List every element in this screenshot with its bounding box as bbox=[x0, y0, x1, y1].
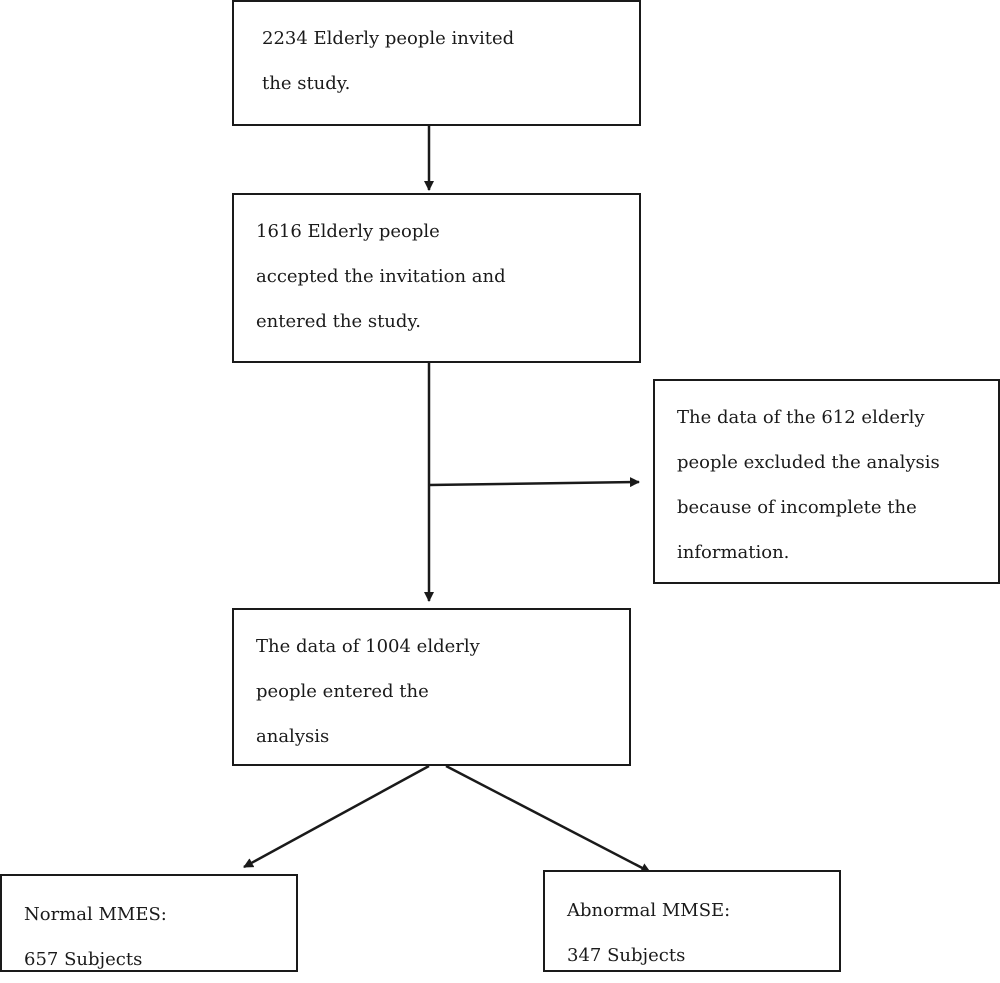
node-invited-line-2: the study. bbox=[262, 73, 351, 94]
node-excluded-line-3: because of incomplete the bbox=[677, 497, 917, 518]
node-abnormal: Abnormal MMSE: 347 Subjects bbox=[543, 870, 841, 972]
node-abnormal-line-1: Abnormal MMSE: bbox=[567, 900, 731, 921]
node-excluded-line-4: information. bbox=[677, 542, 790, 563]
node-excluded-line-1: The data of the 612 elderly bbox=[677, 407, 925, 428]
node-analysis-line-2: people entered the bbox=[256, 681, 429, 702]
node-accepted-line-2: accepted the invitation and bbox=[256, 266, 506, 287]
node-abnormal-line-2: 347 Subjects bbox=[567, 945, 686, 966]
node-normal-line-1: Normal MMES: bbox=[24, 904, 167, 925]
node-accepted: 1616 Elderly people accepted the invitat… bbox=[232, 193, 641, 363]
node-normal-line-2: 657 Subjects bbox=[24, 949, 143, 970]
node-accepted-line-3: entered the study. bbox=[256, 311, 421, 332]
node-analysis-line-3: analysis bbox=[256, 726, 330, 747]
node-excluded: The data of the 612 elderly people exclu… bbox=[653, 379, 1000, 584]
node-normal: Normal MMES: 657 Subjects bbox=[0, 874, 298, 972]
node-analysis-line-1: The data of 1004 elderly bbox=[256, 636, 480, 657]
node-accepted-line-1: 1616 Elderly people bbox=[256, 221, 440, 242]
node-invited-line-1: 2234 Elderly people invited bbox=[262, 28, 515, 49]
arrow-analysis-to-abnormal bbox=[445, 764, 651, 874]
node-invited: 2234 Elderly people invited the study. bbox=[232, 0, 641, 126]
node-analysis: The data of 1004 elderly people entered … bbox=[232, 608, 631, 766]
arrow-accepted-to-excluded bbox=[428, 477, 640, 488]
arrow-analysis-to-normal bbox=[243, 764, 430, 869]
node-excluded-line-2: people excluded the analysis bbox=[677, 452, 940, 473]
